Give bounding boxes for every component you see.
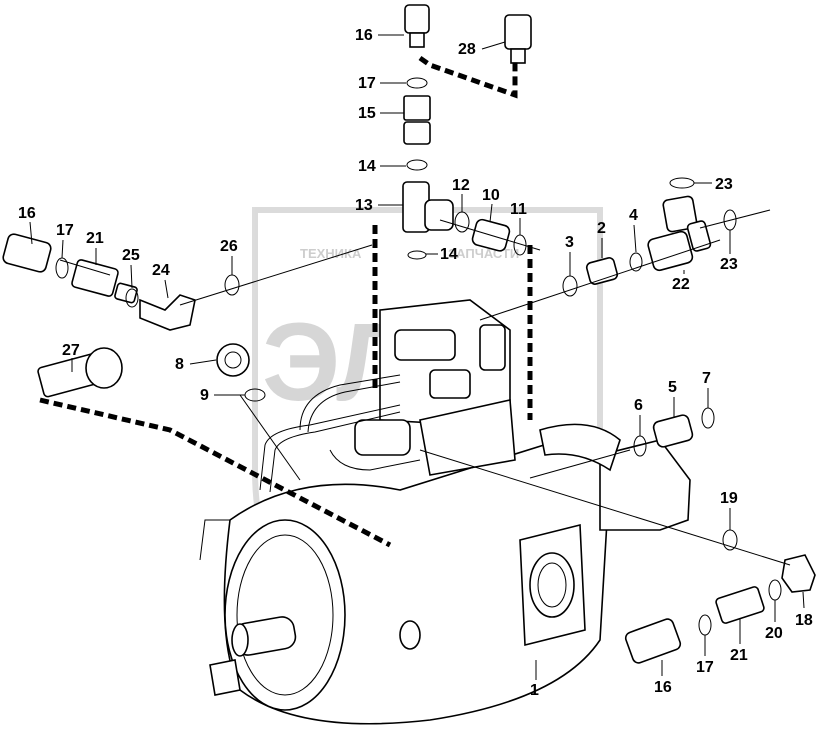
callout-2: 2 [597,220,606,237]
callout-7: 7 [702,370,711,387]
callout-25: 25 [122,247,140,264]
callout-11: 11 [510,201,527,218]
callout-10: 10 [482,187,500,204]
callout-27: 27 [62,342,80,359]
callout-3: 3 [565,234,574,251]
callout-21-right: 21 [730,647,748,664]
callout-17-left: 17 [56,222,74,239]
callout-9: 9 [200,387,209,404]
callout-24: 24 [152,262,170,279]
callout-1: 1 [530,682,539,699]
callout-14-bottom: 14 [440,246,458,263]
callout-20: 20 [765,625,783,642]
dashed-hose-lines [39,55,533,548]
callout-14-top: 14 [358,158,376,175]
watermark-right-word: ЗАПЧАСТИ [448,246,519,261]
callout-6: 6 [634,397,643,414]
callout-21-left: 21 [86,230,104,247]
pump-body [199,423,691,725]
callout-22: 22 [672,276,690,293]
control-valve-block [259,299,516,493]
callout-17-top: 17 [358,75,376,92]
hardware-parts [2,4,816,664]
callout-16-top: 16 [355,27,373,44]
callout-16-left: 16 [18,205,36,222]
callout-19: 19 [720,490,738,507]
callout-28: 28 [458,41,476,58]
callout-18: 18 [795,612,813,629]
callout-17-right: 17 [696,659,714,676]
callout-23-top: 23 [715,176,733,193]
part-callouts: 16 28 17 15 14 13 12 10 11 14 23 2 4 3 2… [18,27,813,699]
callout-26: 26 [220,238,238,255]
leader-lines [59,209,791,566]
callout-16-right: 16 [654,679,672,696]
callout-5: 5 [668,379,677,396]
callout-12: 12 [452,177,470,194]
callout-13: 13 [355,197,373,214]
callout-4: 4 [629,207,638,224]
callout-23-bottom: 23 [720,256,738,273]
callout-15: 15 [358,105,376,122]
callout-8: 8 [175,356,184,373]
watermark-left-word: ТЕХНИКА [300,246,362,261]
